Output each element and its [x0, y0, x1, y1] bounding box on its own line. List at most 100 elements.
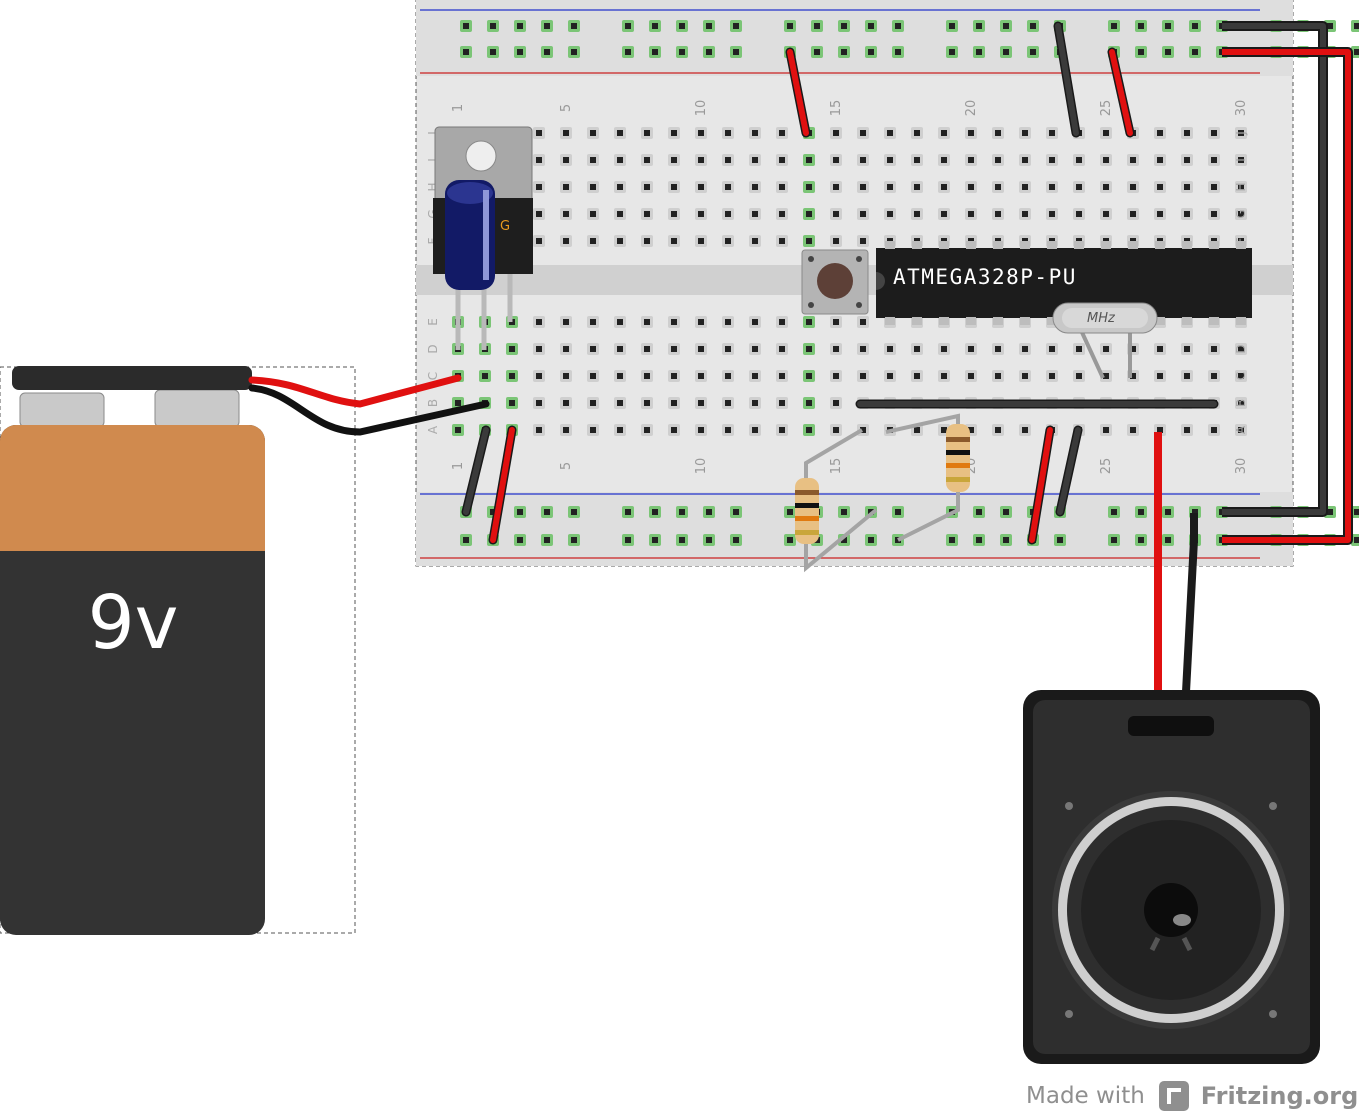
breadboard-hole [1235, 424, 1247, 436]
breadboard-hole [514, 20, 526, 32]
breadboard-hole [460, 534, 472, 546]
breadboard-hole [776, 370, 788, 382]
breadboard-hole [641, 370, 653, 382]
breadboard-hole [1100, 424, 1112, 436]
breadboard-hole [1019, 127, 1031, 139]
crystal-label: MHz [1087, 311, 1116, 326]
breadboard-hole [830, 424, 842, 436]
chip-pin [1020, 317, 1030, 325]
breadboard-hole [1127, 424, 1139, 436]
row-letter: D [1234, 344, 1248, 353]
breadboard-hole [676, 20, 688, 32]
resistor-2 [885, 413, 970, 542]
breadboard-hole [749, 424, 761, 436]
breadboard-hole [722, 343, 734, 355]
row-letter: E [426, 318, 440, 326]
breadboard-hole [1154, 127, 1166, 139]
chip-pin [939, 241, 949, 249]
breadboard-hole [938, 127, 950, 139]
breadboard-hole [776, 154, 788, 166]
breadboard-hole [749, 343, 761, 355]
breadboard-hole [622, 534, 634, 546]
breadboard-hole [803, 397, 815, 409]
breadboard-hole [992, 181, 1004, 193]
chip-pin [1074, 241, 1084, 249]
breadboard-hole [587, 370, 599, 382]
breadboard-hole [1127, 181, 1139, 193]
breadboard-hole [614, 208, 626, 220]
breadboard-hole [695, 316, 707, 328]
breadboard-hole [560, 127, 572, 139]
breadboard-hole [1235, 181, 1247, 193]
regulator-mark: G [500, 219, 510, 234]
breadboard-hole [830, 208, 842, 220]
breadboard-hole [838, 506, 850, 518]
breadboard-hole [541, 46, 553, 58]
breadboard-hole [676, 506, 688, 518]
breadboard-hole [1235, 370, 1247, 382]
column-number: 5 [559, 104, 574, 112]
breadboard-hole [830, 370, 842, 382]
breadboard-hole [1162, 20, 1174, 32]
breadboard-hole [1100, 181, 1112, 193]
breadboard-hole [830, 181, 842, 193]
breadboard-hole [614, 343, 626, 355]
breadboard-hole [1208, 154, 1220, 166]
chip-pin [885, 241, 895, 249]
breadboard-hole [965, 208, 977, 220]
breadboard-hole [857, 235, 869, 247]
breadboard-hole [506, 343, 518, 355]
chip-pin [1182, 317, 1192, 325]
breadboard-hole [1046, 181, 1058, 193]
column-number: 15 [829, 100, 844, 117]
breadboard-hole [1208, 370, 1220, 382]
breadboard-hole [1154, 154, 1166, 166]
breadboard-hole [695, 343, 707, 355]
row-letter: B [426, 399, 440, 407]
breadboard-hole [1019, 154, 1031, 166]
breadboard-hole [803, 370, 815, 382]
breadboard-hole [857, 370, 869, 382]
breadboard-hole [506, 397, 518, 409]
breadboard-hole [865, 534, 877, 546]
breadboard-hole [776, 397, 788, 409]
breadboard-hole [1162, 46, 1174, 58]
breadboard-hole [1046, 208, 1058, 220]
breadboard-hole [560, 208, 572, 220]
breadboard-hole [1208, 127, 1220, 139]
breadboard-hole [973, 534, 985, 546]
column-number: 20 [964, 100, 979, 117]
breadboard-hole [838, 46, 850, 58]
row-letter: B [1234, 399, 1248, 407]
battery-wires [248, 374, 490, 436]
breadboard-hole [938, 181, 950, 193]
breadboard-hole [884, 370, 896, 382]
breadboard-hole [1000, 534, 1012, 546]
breadboard-hole [992, 127, 1004, 139]
breadboard-hole [857, 154, 869, 166]
breadboard-hole [1019, 370, 1031, 382]
breadboard-hole [668, 370, 680, 382]
breadboard-hole [1235, 127, 1247, 139]
breadboard-hole [1100, 154, 1112, 166]
breadboard-hole [568, 506, 580, 518]
breadboard-hole [668, 127, 680, 139]
breadboard-hole [722, 235, 734, 247]
breadboard-hole [514, 506, 526, 518]
breadboard-hole [857, 343, 869, 355]
battery-9v: 9v [0, 366, 356, 935]
breadboard-hole [722, 181, 734, 193]
breadboard-hole [695, 127, 707, 139]
breadboard-hole [1027, 20, 1039, 32]
battery-label: 9v [88, 580, 179, 666]
breadboard-hole [946, 20, 958, 32]
breadboard-hole [1181, 208, 1193, 220]
breadboard-hole [506, 370, 518, 382]
breadboard-hole [776, 424, 788, 436]
breadboard-hole [892, 46, 904, 58]
breadboard-hole [560, 370, 572, 382]
breadboard-hole [722, 127, 734, 139]
breadboard-hole [722, 397, 734, 409]
breadboard-hole [830, 316, 842, 328]
row-letter: C [1234, 372, 1248, 380]
